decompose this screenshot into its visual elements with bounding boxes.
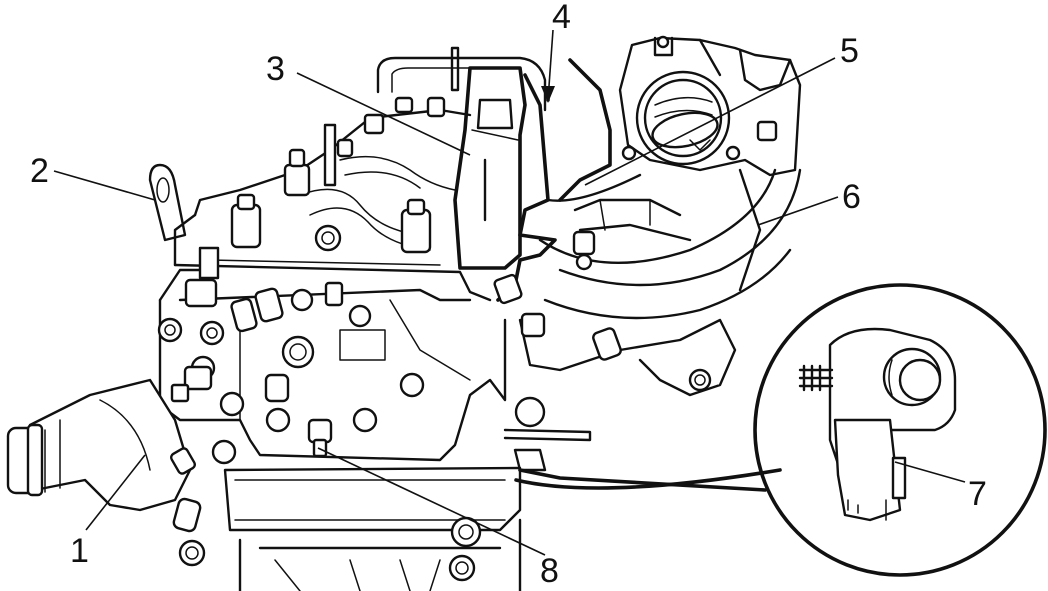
stud [211, 439, 237, 465]
stud [265, 407, 291, 433]
stud [199, 320, 225, 346]
manifold-nut [493, 273, 523, 305]
callout-3: 3 [266, 50, 285, 88]
manifold-nut [520, 312, 546, 338]
stud [157, 317, 183, 343]
intake-cover-bracket [453, 66, 527, 270]
stud [352, 407, 378, 433]
stud [219, 391, 245, 417]
head-bolt [283, 148, 311, 197]
head-bolt [363, 96, 446, 135]
manifold-nut [756, 120, 778, 142]
stud [169, 447, 197, 475]
intake-manifold [493, 58, 802, 397]
arrow-4 [541, 86, 555, 103]
throttle-body [618, 35, 802, 177]
manifold-nut [592, 327, 622, 361]
callout-4: 4 [552, 0, 571, 36]
manifold-nut [572, 230, 596, 271]
callout-6: 6 [842, 178, 861, 216]
head-bolt [230, 193, 262, 249]
stud [290, 288, 314, 312]
callout-5: 5 [840, 32, 859, 70]
coolant-outlet [6, 378, 192, 512]
callout-2: 2 [30, 152, 49, 190]
knock-sensor-detail [514, 283, 1047, 577]
stud [399, 372, 425, 398]
callout-1: 1 [70, 532, 89, 570]
lifting-eye [148, 163, 187, 242]
knock-sensor-mounted [307, 418, 333, 458]
callout-8: 8 [540, 552, 559, 590]
stud [172, 497, 202, 533]
stud [281, 335, 315, 369]
engine-block [6, 46, 592, 591]
stud [348, 304, 372, 328]
callout-7: 7 [968, 475, 987, 513]
head-bolt [400, 198, 432, 254]
